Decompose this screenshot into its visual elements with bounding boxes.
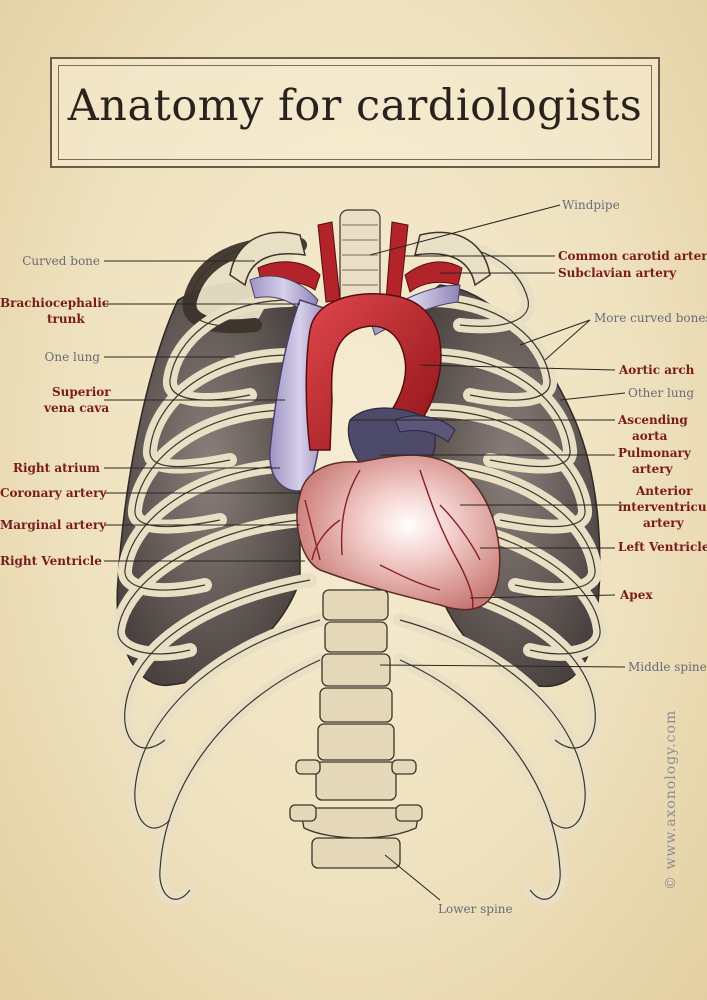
right-carotid [385, 221, 409, 301]
pulmonary-artery-branch [394, 415, 456, 443]
poster-title: Anatomy for cardiologists [67, 81, 643, 131]
label-other-lung: Other lung [628, 386, 695, 400]
label-superior-vena-cava-line2: vena cava [44, 401, 110, 415]
title-frame: Anatomy for cardiologists [50, 57, 660, 168]
label-ascending-aorta-line2: aorta [632, 429, 668, 443]
label-middle-spine: Middle spine [628, 660, 707, 674]
title-frame-inner-border [58, 65, 652, 160]
label-superior-vena-cava-line1: Superior [52, 385, 111, 399]
label-right-ventricle: Right Ventricle [0, 554, 102, 568]
left-carotid [317, 221, 341, 303]
label-brachiocephalic-trunk-line2: trunk [47, 312, 85, 326]
website-watermark: © www.axonology.com [663, 709, 679, 890]
label-anterior-interventricular-line2: interventricular [618, 500, 707, 514]
label-apex: Apex [620, 588, 653, 602]
label-ascending-aorta-line1: Ascending [618, 413, 688, 427]
label-more-curved-bones: More curved bones [594, 311, 707, 325]
label-curved-bone: Curved bone [22, 254, 100, 268]
label-pulmonary-artery-line1: Pulmonary [618, 446, 691, 460]
label-one-lung: One lung [44, 350, 100, 364]
label-windpipe: Windpipe [562, 198, 620, 212]
spine-vertebrae [289, 589, 423, 869]
label-pulmonary-artery-line2: artery [632, 462, 673, 476]
label-coronary-artery: Coronary artery [0, 486, 107, 500]
leader-lines [104, 204, 630, 901]
label-common-carotid-artery: Common carotid artery [558, 249, 707, 263]
label-brachiocephalic-trunk-line1: Brachiocephalic [0, 296, 110, 310]
label-aortic-arch: Aortic arch [619, 363, 695, 377]
right-subclavian [404, 261, 463, 293]
label-lower-spine: Lower spine [438, 902, 513, 916]
left-clavicle [229, 231, 306, 287]
label-right-atrium: Right atrium [13, 461, 100, 475]
label-anterior-interventricular-line3: artery [643, 516, 684, 530]
label-subclavian-artery: Subclavian artery [558, 266, 677, 280]
label-anterior-interventricular-line1: Anterior [636, 484, 693, 498]
label-left-ventricle: Left Ventricle [618, 540, 707, 554]
right-clavicle [414, 231, 491, 287]
label-marginal-artery: Marginal artery [0, 518, 107, 532]
heart-shape [296, 454, 501, 611]
